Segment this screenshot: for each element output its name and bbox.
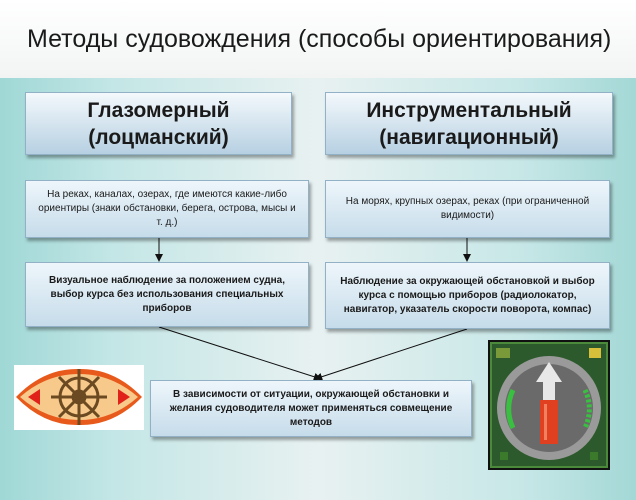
compass-gauge-icon xyxy=(488,340,610,470)
left-method-header: Глазомерный (лоцманский) xyxy=(25,92,292,155)
right-method-subname: (навигационный) xyxy=(379,125,559,149)
left-method-name: Глазомерный xyxy=(87,98,230,122)
page-title: Методы судовождения (способы ориентирова… xyxy=(0,0,636,78)
left-method-subname: (лоцманский) xyxy=(88,125,229,149)
right-method-header: Инструментальный (навигационный) xyxy=(325,92,613,155)
conclusion-box: В зависимости от ситуации, окружающей об… xyxy=(150,380,472,437)
right-action: Наблюдение за окружающей обстановкой и в… xyxy=(325,262,610,329)
left-action: Визуальное наблюдение за положением судн… xyxy=(25,262,309,327)
arrow-left-2 xyxy=(158,326,322,381)
right-method-name: Инструментальный xyxy=(366,98,572,122)
arrow-right-2 xyxy=(314,328,468,381)
right-conditions: На морях, крупных озерах, реках (при огр… xyxy=(325,180,610,238)
ship-wheel-icon xyxy=(14,365,144,430)
left-conditions: На реках, каналах, озерах, где имеются к… xyxy=(25,180,309,238)
